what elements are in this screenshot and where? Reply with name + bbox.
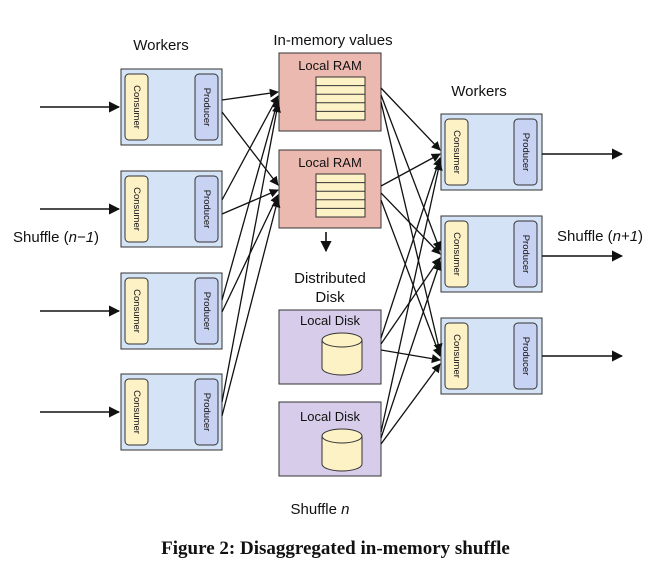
local-disk-label: Local Disk <box>300 313 360 328</box>
local-disk-label: Local Disk <box>300 409 360 424</box>
in-memory-label: In-memory values <box>273 32 392 49</box>
distributed-disk-label-1: Distributed <box>294 270 366 287</box>
local-disk-1: Local Disk <box>278 309 382 385</box>
storage-to-worker-arrows <box>380 87 443 445</box>
right-worker-2: Consumer Producer <box>440 215 543 293</box>
shuffle-current-label: Shuffle n <box>291 501 350 518</box>
consumer-label: Consumer <box>451 232 462 276</box>
output-arrows <box>542 148 624 362</box>
ram-table-icon <box>315 76 366 121</box>
consumer-label: Consumer <box>131 187 142 231</box>
producer-label: Producer <box>201 190 212 229</box>
disk-cylinder-icon <box>321 428 363 472</box>
workers-right-label: Workers <box>451 83 507 100</box>
local-ram-label: Local RAM <box>298 58 362 73</box>
consumer-label: Consumer <box>131 390 142 434</box>
right-worker-3: Consumer Producer <box>440 317 543 395</box>
consumer-label: Consumer <box>131 85 142 129</box>
consumer-label: Consumer <box>451 334 462 378</box>
local-ram-1: Local RAM <box>278 52 382 132</box>
producer-label: Producer <box>201 393 212 432</box>
workers-left-label: Workers <box>133 37 189 54</box>
ram-table-icon <box>315 173 366 218</box>
left-worker-2: Consumer Producer <box>120 170 223 248</box>
local-ram-2: Local RAM <box>278 149 382 229</box>
producer-label: Producer <box>520 235 531 274</box>
producer-label: Producer <box>201 88 212 127</box>
consumer-label: Consumer <box>131 289 142 333</box>
producer-label: Producer <box>520 133 531 172</box>
worker-to-ram-arrows <box>221 88 281 417</box>
distributed-disk-label-2: Disk <box>315 289 345 306</box>
local-disk-2: Local Disk <box>278 401 382 477</box>
shuffle-next-label: Shuffle (n+1) <box>557 228 643 245</box>
disk-cylinder-icon <box>321 332 363 376</box>
local-ram-label: Local RAM <box>298 155 362 170</box>
left-worker-4: Consumer Producer <box>120 373 223 451</box>
producer-label: Producer <box>520 337 531 376</box>
left-worker-3: Consumer Producer <box>120 272 223 350</box>
producer-label: Producer <box>201 292 212 331</box>
left-worker-1: Consumer Producer <box>120 68 223 146</box>
shuffle-prev-label: Shuffle (n−1) <box>13 229 99 246</box>
figure-caption: Figure 2: Disaggregated in-memory shuffl… <box>161 538 510 559</box>
right-worker-1: Consumer Producer <box>440 113 543 191</box>
input-arrows <box>40 101 121 418</box>
consumer-label: Consumer <box>451 130 462 174</box>
